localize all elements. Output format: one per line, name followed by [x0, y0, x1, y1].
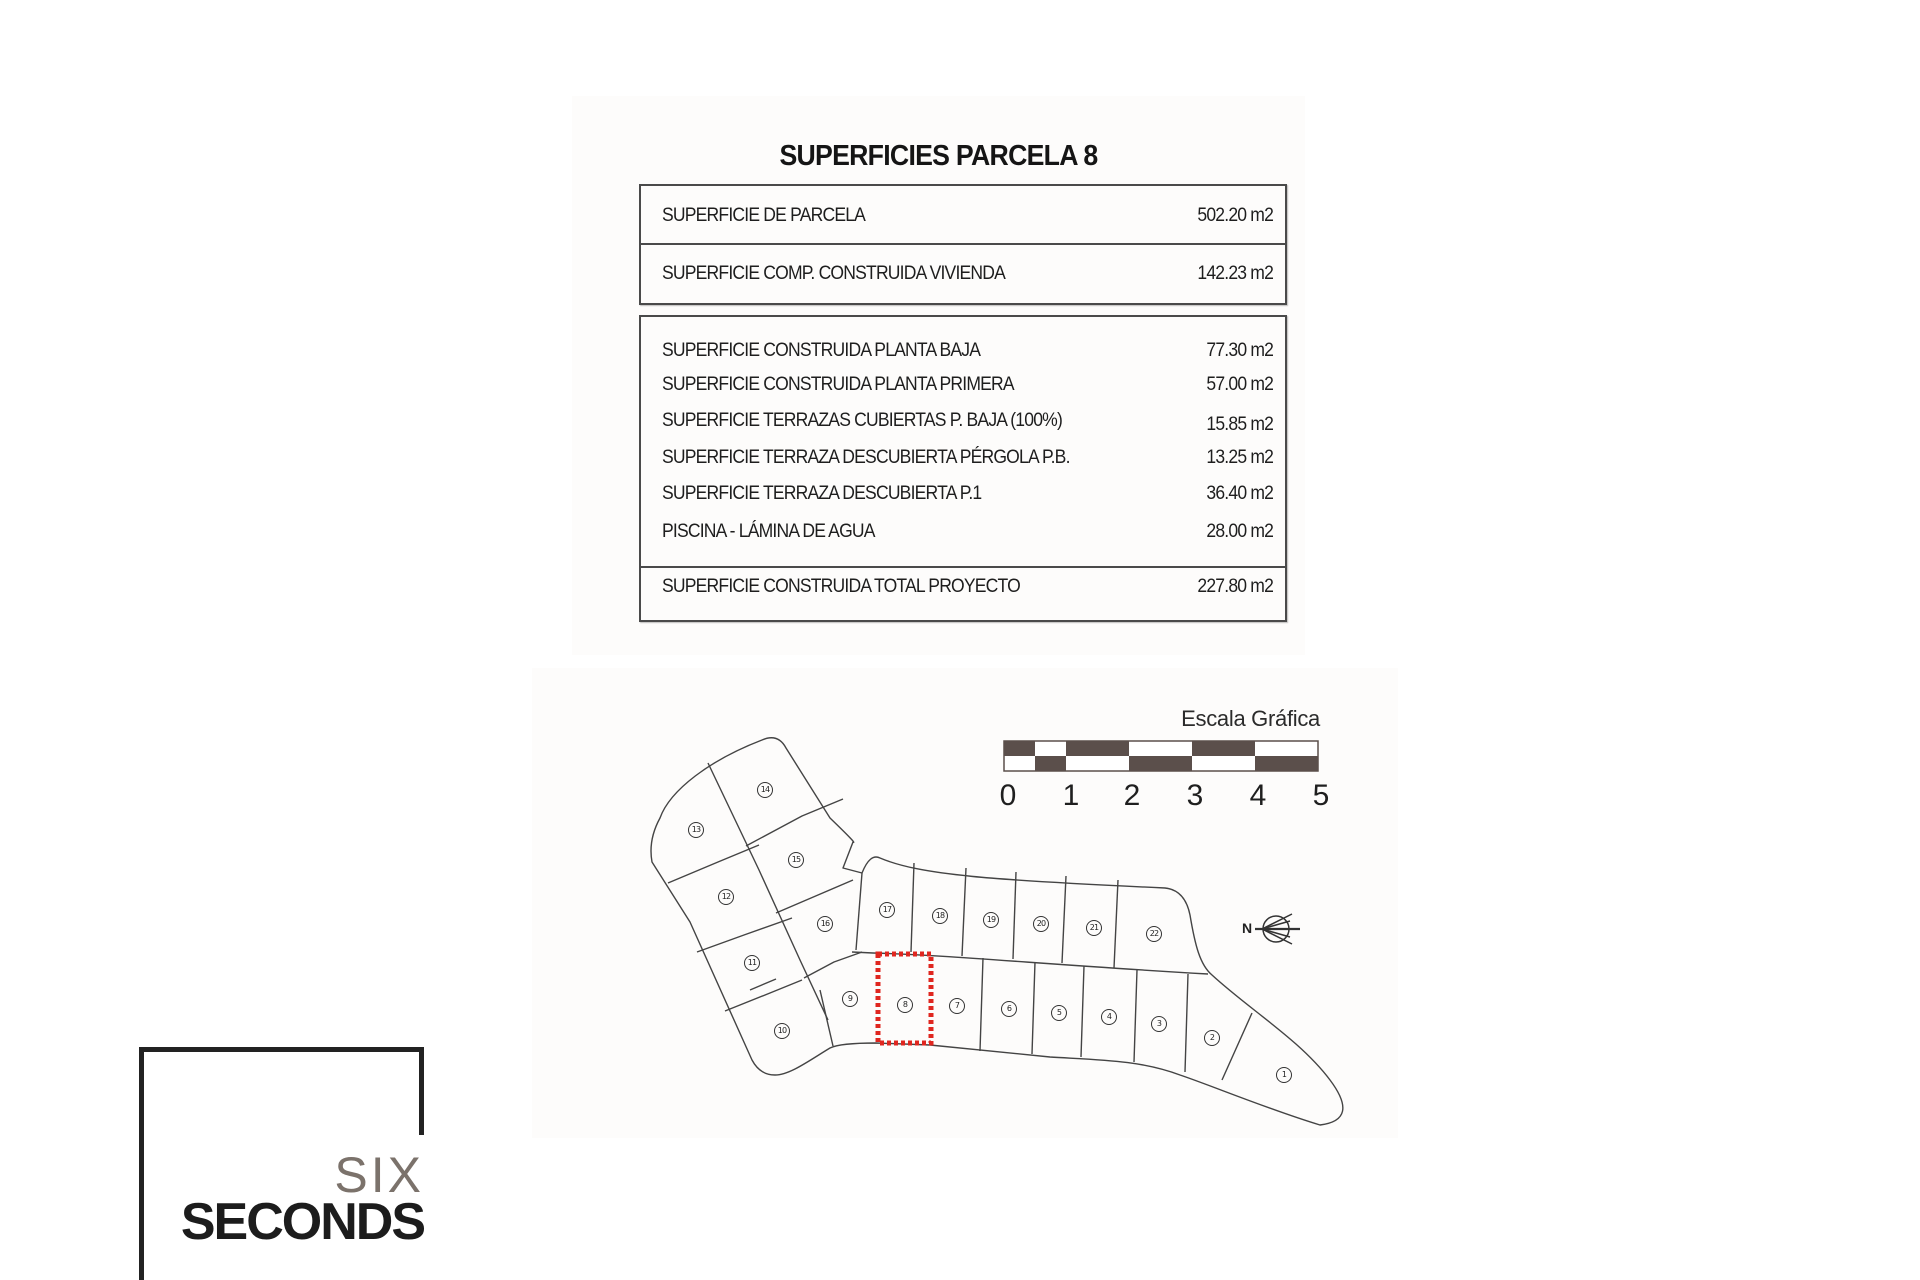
row-value: 227.80 m2 [1197, 575, 1273, 597]
lot-label-5: 5 [1051, 1005, 1067, 1021]
scale-tick-1: 1 [1062, 779, 1080, 812]
row-value: 13.25 m2 [1206, 446, 1274, 468]
logo-text-six: SIX [334, 1147, 424, 1203]
table-row: SUPERFICIE CONSTRUIDA PLANTA BAJA 77.30 … [662, 339, 1274, 365]
lot-label-16: 16 [817, 916, 833, 932]
row-label: SUPERFICIE TERRAZA DESCUBIERTA PÉRGOLA P… [662, 446, 1070, 468]
row-divider [641, 566, 1285, 568]
summary-table: SUPERFICIE DE PARCELA 502.20 m2 SUPERFIC… [639, 184, 1287, 305]
row-label: SUPERFICIE TERRAZA DESCUBIERTA P.1 [662, 482, 982, 504]
row-label: PISCINA - LÁMINA DE AGUA [662, 520, 875, 542]
highlighted-lot-8 [875, 951, 934, 1046]
north-arrow-icon [1255, 913, 1300, 945]
table-row: SUPERFICIE TERRAZA DESCUBIERTA PÉRGOLA P… [662, 446, 1274, 472]
scale-tick-4: 4 [1249, 779, 1267, 812]
lot-label-15: 15 [788, 852, 804, 868]
scale-title: Escala Gráfica [1181, 706, 1320, 731]
row-value: 502.20 m2 [1197, 204, 1273, 226]
lot-label-3: 3 [1151, 1016, 1167, 1032]
table-row: SUPERFICIE COMP. CONSTRUIDA VIVIENDA 142… [662, 262, 1274, 288]
lot-label-6: 6 [1001, 1001, 1017, 1017]
lot-label-13: 13 [688, 822, 704, 838]
lot-label-18: 18 [932, 908, 948, 924]
table-row: PISCINA - LÁMINA DE AGUA 28.00 m2 [662, 520, 1274, 546]
lot-label-1: 1 [1276, 1067, 1292, 1083]
lot-label-21: 21 [1086, 920, 1102, 936]
table-row: SUPERFICIE TERRAZAS CUBIERTAS P. BAJA (1… [662, 409, 1274, 435]
row-label: SUPERFICIE COMP. CONSTRUIDA VIVIENDA [662, 262, 1006, 284]
lot-label-10: 10 [774, 1023, 790, 1039]
row-label: SUPERFICIE CONSTRUIDA PLANTA PRIMERA [662, 373, 1015, 395]
scale-tick-2: 2 [1123, 779, 1141, 812]
table-row: SUPERFICIE DE PARCELA 502.20 m2 [662, 204, 1274, 230]
surfaces-card [572, 96, 1305, 655]
row-value: 77.30 m2 [1206, 339, 1274, 361]
logo-frame [419, 1047, 424, 1135]
lot-label-19: 19 [983, 912, 999, 928]
detail-table: SUPERFICIE CONSTRUIDA PLANTA BAJA 77.30 … [639, 315, 1287, 622]
row-value: 36.40 m2 [1206, 482, 1274, 504]
scale-tick-5: 5 [1312, 779, 1330, 812]
scale-tick-0: 0 [999, 779, 1017, 812]
logo-text-seconds: SECONDS [180, 1193, 426, 1251]
lot-label-8: 8 [897, 997, 913, 1013]
row-value: 15.85 m2 [1206, 413, 1274, 435]
row-label: SUPERFICIE TERRAZAS CUBIERTAS P. BAJA (1… [662, 409, 1063, 431]
row-value: 142.23 m2 [1197, 262, 1273, 284]
row-label: SUPERFICIE CONSTRUIDA PLANTA BAJA [662, 339, 981, 361]
lot-label-11: 11 [744, 955, 760, 971]
table-row-total: SUPERFICIE CONSTRUIDA TOTAL PROYECTO 227… [662, 575, 1274, 601]
table-row: SUPERFICIE CONSTRUIDA PLANTA PRIMERA 57.… [662, 373, 1274, 399]
lot-label-2: 2 [1204, 1030, 1220, 1046]
lot-label-9: 9 [842, 991, 858, 1007]
lot-boundaries [650, 737, 1344, 1126]
scale-tick-3: 3 [1186, 779, 1204, 812]
lot-label-7: 7 [949, 998, 965, 1014]
lot-label-20: 20 [1033, 916, 1049, 932]
row-label: SUPERFICIE CONSTRUIDA TOTAL PROYECTO [662, 575, 1021, 597]
row-divider [641, 243, 1285, 245]
lot-label-22: 22 [1146, 926, 1162, 942]
lot-label-14: 14 [757, 782, 773, 798]
row-label: SUPERFICIE DE PARCELA [662, 204, 866, 226]
table-row: SUPERFICIE TERRAZA DESCUBIERTA P.1 36.40… [662, 482, 1274, 508]
graphic-scale-bar [1003, 740, 1319, 772]
lot-label-4: 4 [1101, 1009, 1117, 1025]
logo-frame [139, 1047, 424, 1052]
lot-label-12: 12 [718, 889, 734, 905]
table-title: SUPERFICIES PARCELA 8 [779, 140, 1098, 172]
row-value: 57.00 m2 [1206, 373, 1274, 395]
logo-frame [139, 1047, 144, 1280]
row-value: 28.00 m2 [1206, 520, 1274, 542]
lot-label-17: 17 [879, 902, 895, 918]
north-label: N [1242, 920, 1253, 936]
